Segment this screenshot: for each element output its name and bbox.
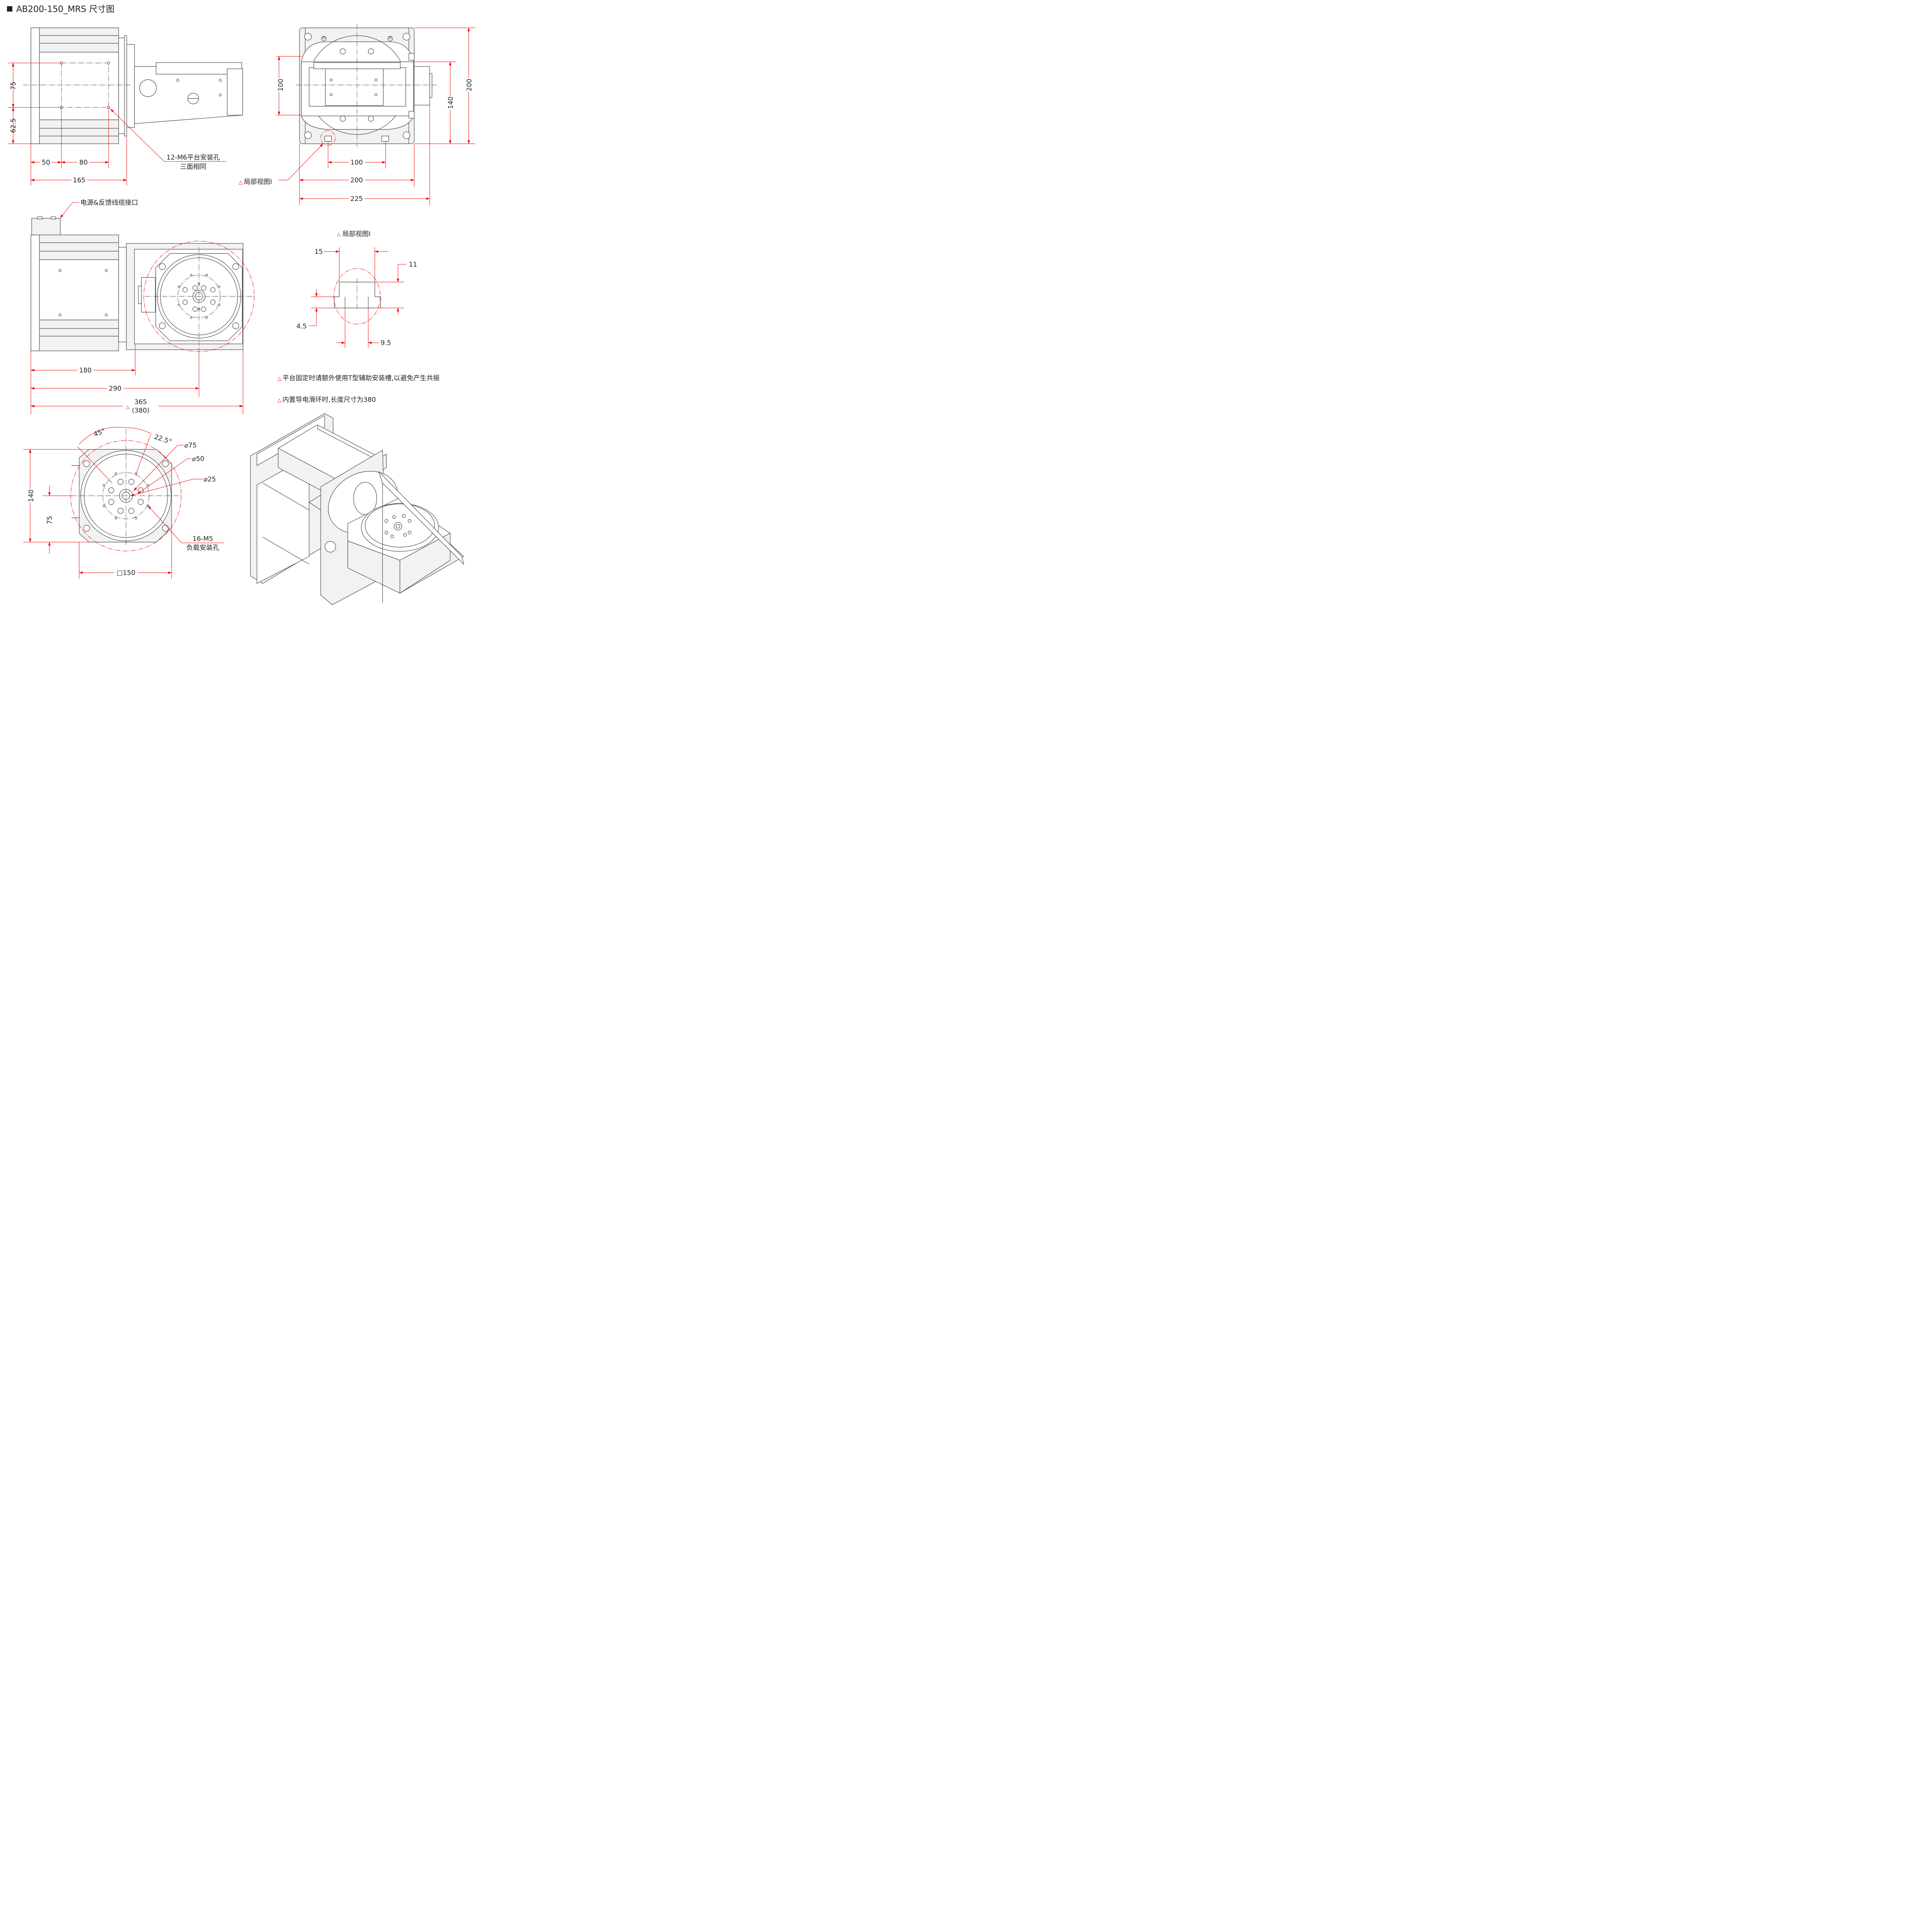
load-holes-line2: 负载安装孔 [187, 544, 219, 552]
dim-50-front: 50 [42, 159, 50, 167]
dim-75-bottom: 75 [46, 516, 54, 524]
square-bullet-icon [7, 6, 12, 12]
detail-dim-15: 15 [315, 248, 323, 256]
note-1: △平台固定时请额外使用T型辅助安装槽,以避免产生共振 [277, 374, 440, 382]
end-view-dimensions: 100 140 200 100 200 225 [276, 27, 475, 205]
detail-dim-4-5: 4.5 [296, 323, 307, 330]
phi-75: ⌀75 [184, 442, 197, 449]
note-2: △内置导电滑环时,长度尺寸为380 [277, 396, 376, 404]
dim-225-horizontal: 225 [350, 195, 363, 203]
dim-165-front: 165 [73, 177, 85, 184]
dim-290: 290 [109, 385, 121, 393]
partial-view-callout: △局部视图I [239, 178, 272, 186]
top-view [31, 216, 255, 352]
bottom-view [70, 429, 182, 551]
isometric-view [250, 413, 464, 605]
dim-75-front: 75 [10, 82, 17, 90]
dim-380: (380) [132, 407, 150, 415]
angle-45: 45° [93, 427, 106, 439]
phi-25: ⌀25 [204, 476, 216, 483]
dim-100-vertical: 100 [277, 79, 285, 91]
detail-view-I: △ 局部视图I 15 11 4.5 9.5 [296, 230, 417, 348]
dim-365: 365 [134, 398, 147, 406]
warning-triangle-icon: △ [126, 404, 130, 410]
drawing-sheet: 75 62.5 50 80 165 12-M6平台安装孔 三面相同 [8, 24, 475, 605]
front-view [23, 27, 243, 144]
detail-view-title: 局部视图I [342, 230, 371, 238]
page-title: AB200-150_MRS 尺寸图 [7, 2, 114, 15]
dim-square-150: □150 [117, 569, 136, 577]
warning-triangle-icon: △ [337, 231, 341, 237]
front-view-dimensions: 75 62.5 50 80 165 12-M6平台安装孔 三面相同 [8, 63, 226, 185]
dim-140-bottom: 140 [27, 490, 35, 502]
detail-dim-9-5: 9.5 [381, 339, 391, 347]
holes-callout-line2: 三面相同 [180, 163, 206, 171]
dim-200-vertical: 200 [466, 79, 473, 91]
load-holes-line1: 16-M5 [192, 535, 213, 543]
warning-triangle-icon: △ [277, 376, 281, 382]
dim-180: 180 [79, 367, 92, 374]
top-view-dimensions: 电源&反馈线缆接口 180 290 365 (380) △ [31, 199, 243, 415]
holes-callout-line1: 12-M6平台安装孔 [167, 154, 220, 162]
dim-100-horizontal: 100 [350, 159, 363, 167]
dim-200-horizontal: 200 [350, 177, 363, 184]
dim-62-5-front: 62.5 [10, 118, 17, 133]
connector-callout: 电源&反馈线缆接口 [80, 199, 138, 207]
warning-triangle-icon: △ [239, 180, 243, 185]
warning-triangle-icon: △ [277, 398, 281, 403]
detail-dim-11: 11 [409, 261, 417, 269]
phi-50: ⌀50 [192, 455, 204, 463]
dim-140-vertical: 140 [447, 97, 455, 109]
angle-22-5: 22.5° [153, 433, 172, 446]
end-view [296, 24, 437, 147]
dim-80-front: 80 [79, 159, 88, 167]
